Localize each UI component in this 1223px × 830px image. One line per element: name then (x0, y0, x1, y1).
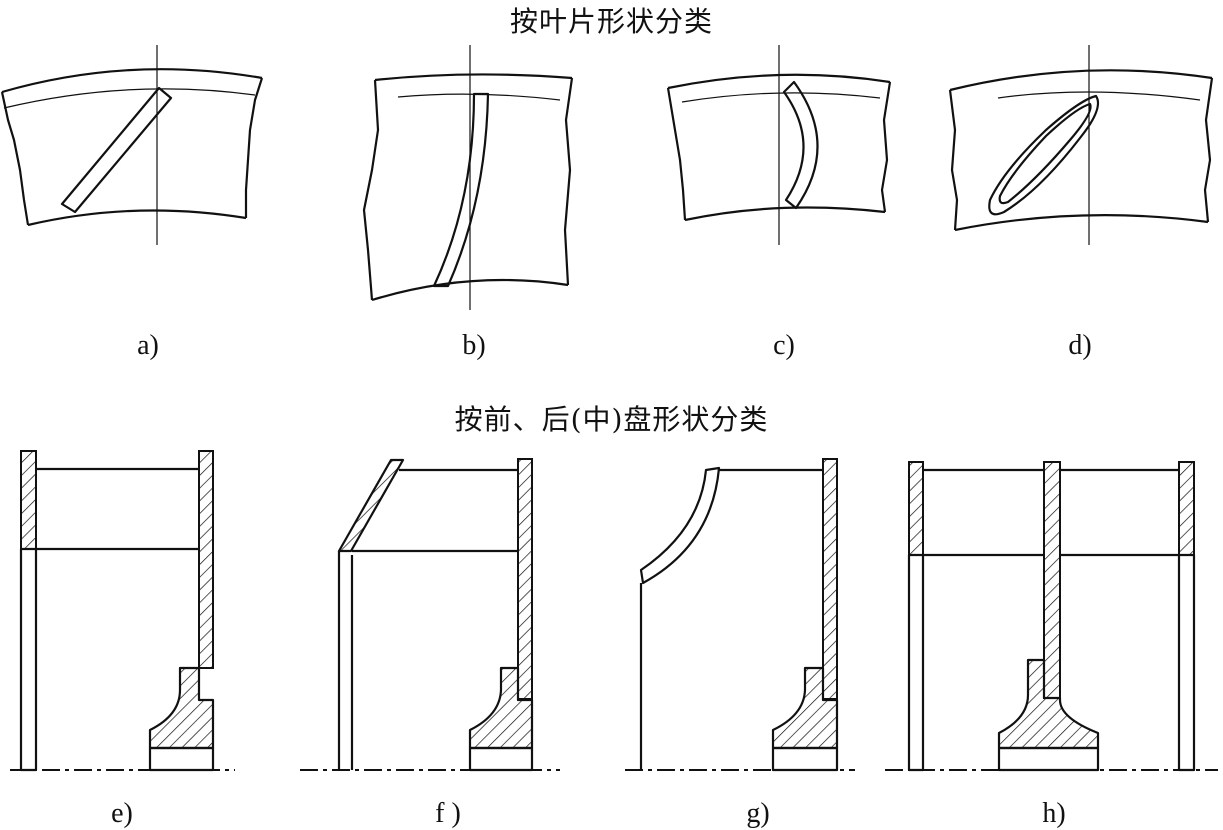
label-h: h) (1042, 798, 1066, 829)
figure-g-arc-shroud (625, 458, 855, 772)
figure-a-straight-blade (0, 45, 264, 245)
label-c: c) (773, 330, 795, 361)
heading-blade-shape: 按叶片形状分类 (509, 5, 713, 38)
label-d: d) (1068, 330, 1092, 361)
figure-h-middle-disc (885, 461, 1218, 772)
heading-disc-shape: 按前、后(中)盘形状分类 (454, 403, 769, 436)
label-b: b) (462, 330, 486, 361)
label-e: e) (111, 798, 133, 829)
figure-e-straight-shroud (10, 450, 235, 772)
figure-b-curved-blade (362, 45, 574, 310)
label-g: g) (746, 798, 770, 829)
figure-d-airfoil-blade (948, 45, 1214, 245)
figure-c-arc-blade (666, 45, 892, 245)
label-f: f ) (435, 798, 461, 829)
label-a: a) (137, 330, 159, 361)
figure-f-conical-shroud (300, 458, 560, 772)
